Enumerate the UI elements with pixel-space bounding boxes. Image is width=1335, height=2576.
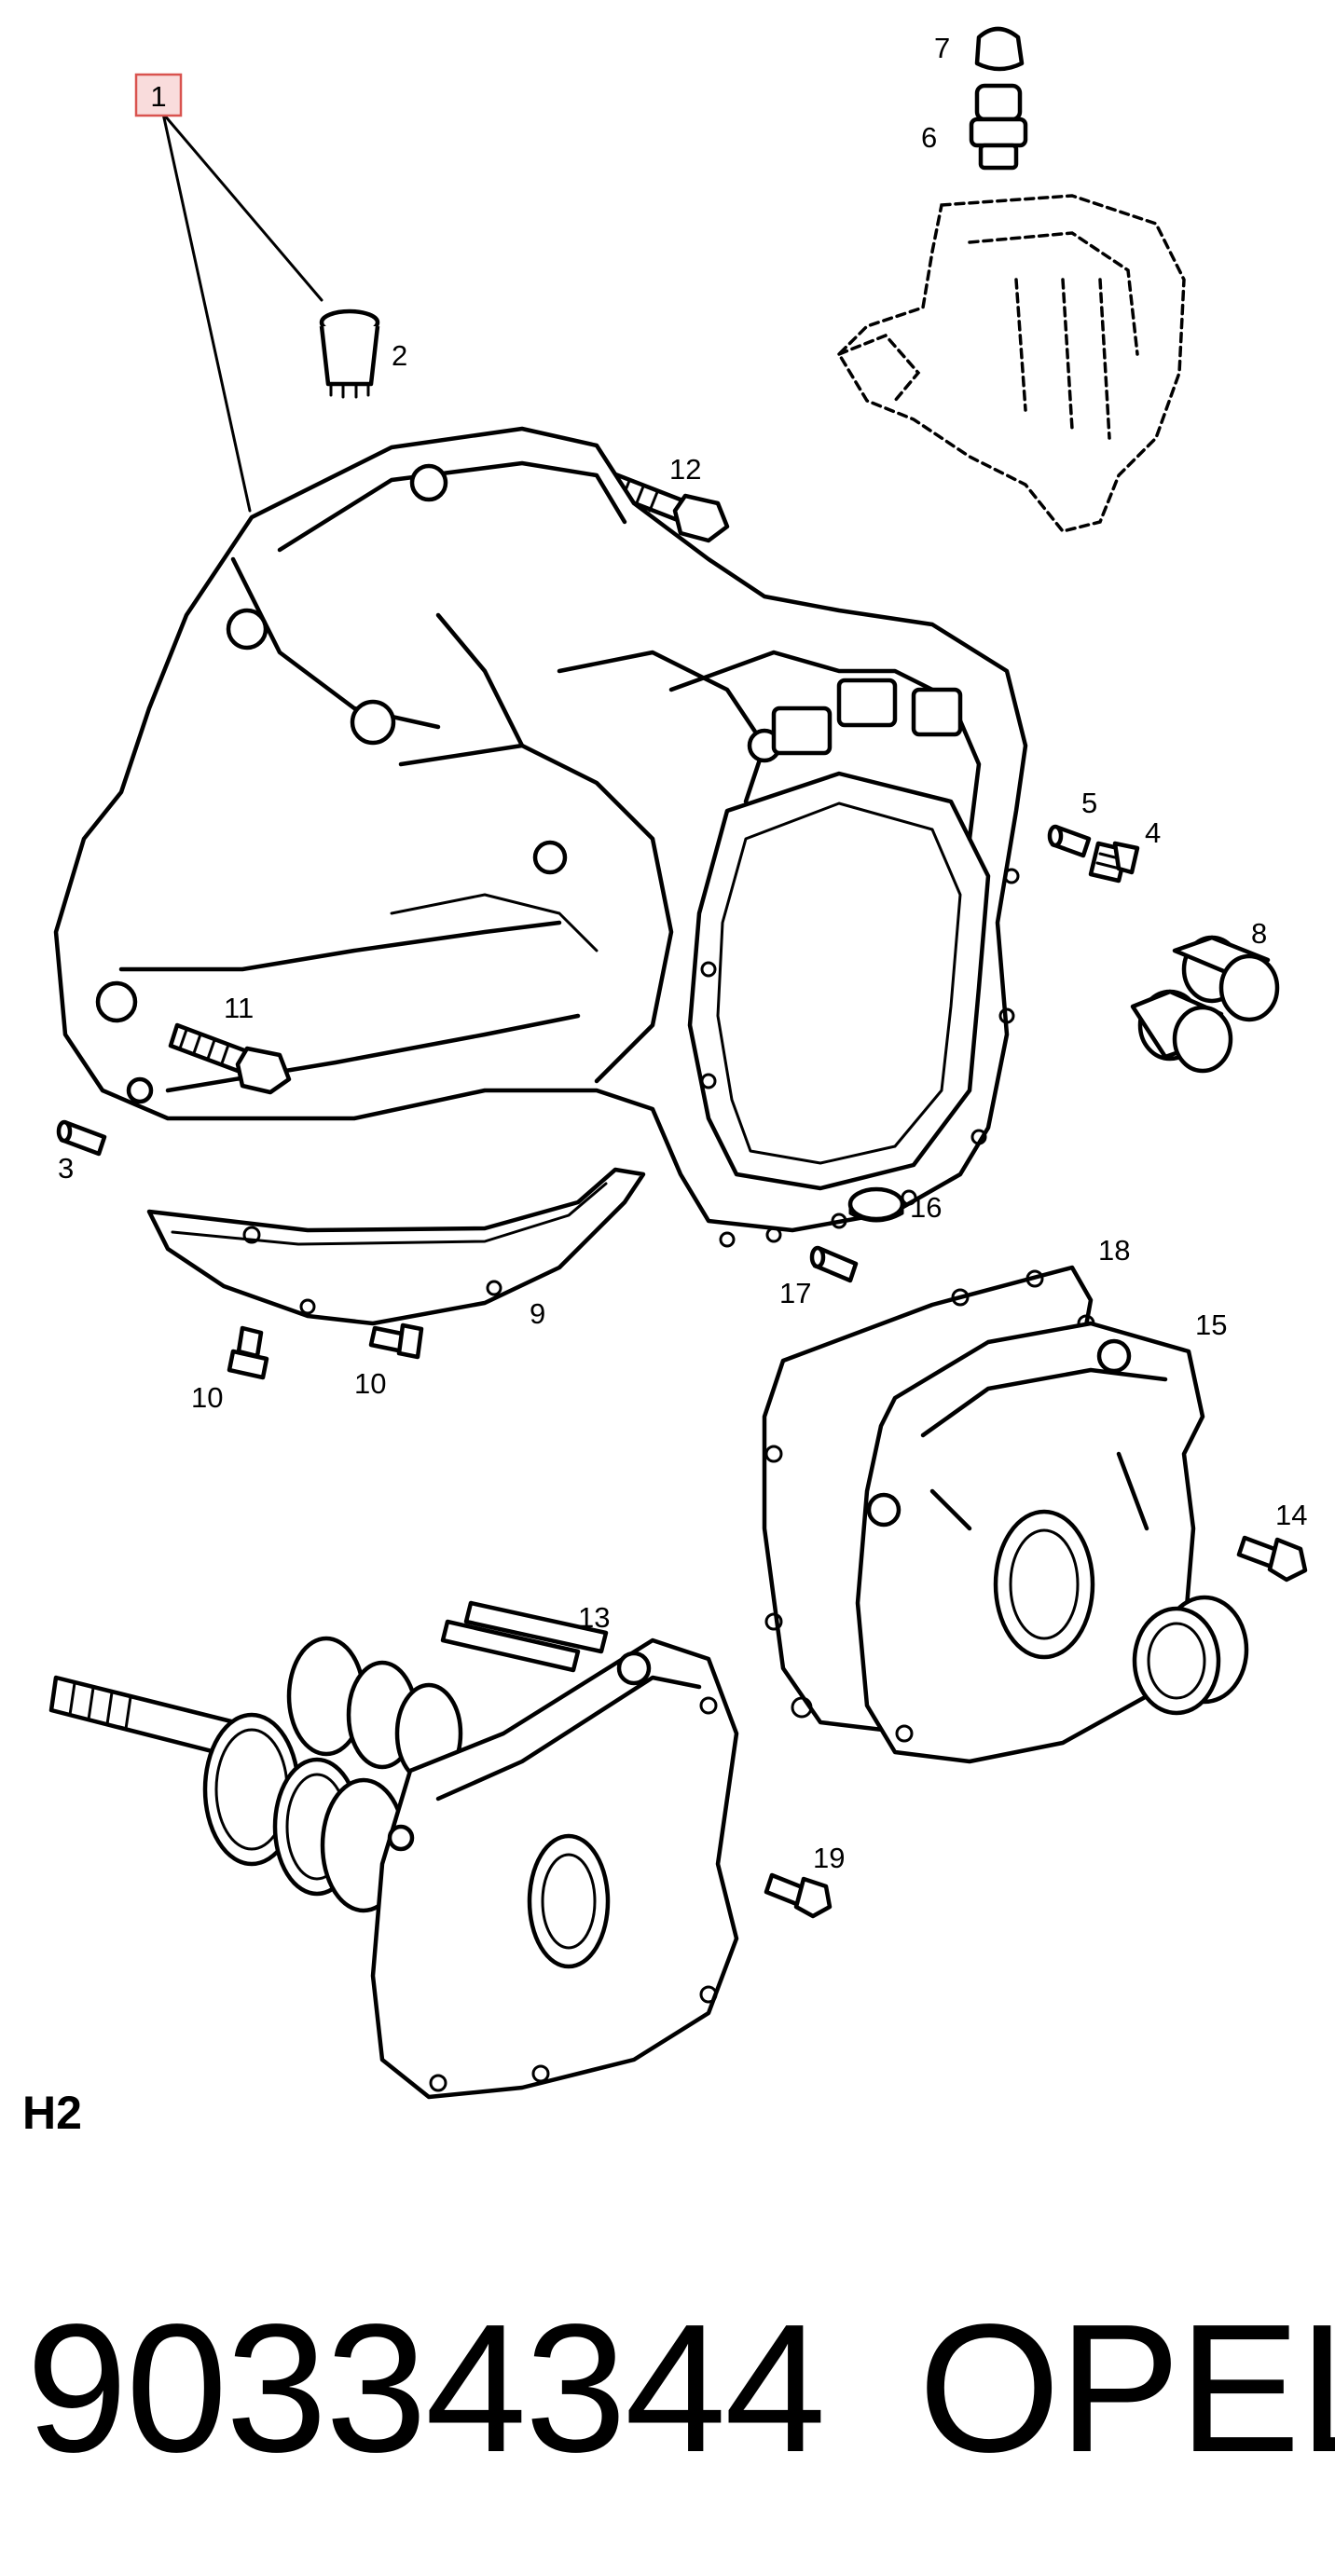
main-transmission-housing [53,426,1028,1248]
part-8-bushes [1130,935,1280,1074]
sheet-code: H2 [22,2087,82,2139]
part-2-sleeve [319,308,380,399]
callout-11: 11 [224,992,254,1024]
part-14-screw [1236,1535,1308,1583]
part-19-screw [764,1872,833,1919]
shaft-seal [1132,1595,1249,1716]
brand-name: OPEL [918,2286,1335,2490]
part-number: 90334344 [26,2286,826,2490]
callout-18: 18 [1098,1234,1130,1267]
part-5-pin [1047,824,1092,858]
part-7-cap [974,26,1025,72]
callout-10-left: 10 [191,1381,223,1414]
callout-8: 8 [1251,917,1267,950]
part-16-cap [847,1186,905,1223]
callout-9: 9 [530,1297,545,1330]
ghost-shift-housing [836,194,1186,533]
part-9-cover-plate [146,1167,646,1326]
part-10-screw-right [368,1322,424,1360]
part-6-breather [969,83,1028,171]
callout-15: 15 [1195,1309,1227,1341]
callout-19: 19 [813,1842,845,1874]
callout-14: 14 [1275,1499,1307,1531]
callout-16: 16 [910,1191,942,1224]
callout-3: 3 [58,1152,74,1185]
callout-13: 13 [578,1601,610,1634]
part-10-screw-left [227,1325,269,1380]
callout-1: 1 [150,80,166,113]
callout-4: 4 [1145,816,1161,849]
part-17-dowel [809,1245,859,1283]
part-15-end-cover [855,1321,1205,1764]
callout-1-highlight-box [134,73,183,117]
callout-2: 2 [392,339,407,372]
part-3-dowel [56,1119,107,1157]
callout-6: 6 [921,121,937,154]
callout-17: 17 [779,1277,811,1309]
part-4-plug [1088,841,1140,884]
part-11-bolt [168,1022,292,1095]
callout-10-right: 10 [354,1367,386,1400]
callout-1-leaders [161,112,323,513]
callout-7: 7 [934,32,950,64]
callout-12: 12 [669,453,701,486]
part-13-gear-assembly [48,1600,739,2100]
callout-5: 5 [1081,787,1097,819]
